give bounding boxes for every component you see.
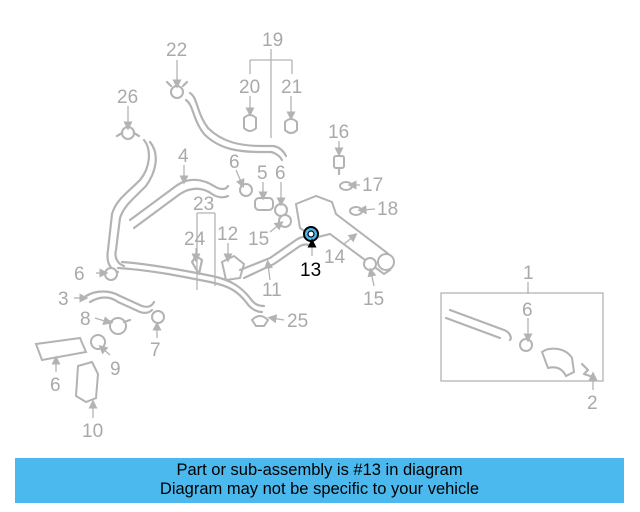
part-number-label: 10 [82,421,103,442]
tube-5-drawing [254,197,274,211]
part-number-label: 2 [587,393,598,414]
pipe-drawing [106,138,150,274]
oring-9-drawing [90,334,106,350]
part-number-label: 15 [248,229,269,250]
part-number-label-highlighted: 13 [300,260,321,281]
clamp-20-drawing [243,114,257,132]
sensor-16-drawing [333,155,345,176]
part-number-label: 23 [193,194,214,215]
info-banner: Part or sub-assembly is #13 in diagram D… [15,458,624,503]
part-number-label: 7 [150,340,161,361]
part-number-label: 9 [110,359,121,380]
part-number-label: 26 [117,87,138,108]
parts-diagram: 22 19 20 21 26 16 4 6 5 6 17 23 18 12 24… [34,30,604,442]
part-number-label: 17 [362,175,383,196]
part-number-label: 15 [363,289,384,310]
part-number-label: 14 [324,247,346,268]
part-number-label: 20 [239,77,260,98]
part-number-label: 11 [262,280,282,301]
part-number-label: 22 [166,40,187,61]
part-labels: 22 19 20 21 26 16 4 6 5 6 17 23 18 12 24… [50,30,598,442]
hose-23-drawing [116,266,264,314]
cover-10-drawing [74,360,100,404]
part-number-label: 12 [217,224,238,245]
gasket-13-drawing [303,226,319,242]
part-number-label: 18 [377,199,398,220]
part-number-label: 19 [262,30,283,51]
flange-12-drawing [220,254,246,282]
part-number-label: 8 [80,309,91,330]
part-number-label: 4 [178,146,189,167]
part-number-label: 21 [281,77,302,98]
part-number-label: 3 [58,289,69,310]
part-number-label: 16 [328,122,349,143]
banner-line-2: Diagram may not be specific to your vehi… [159,480,480,498]
washer-18-drawing [349,206,363,216]
washer-17-drawing [339,181,353,191]
part-drawings [34,80,395,404]
clamp-26-drawing [115,126,141,140]
part-number-label: 6 [74,264,85,285]
clamp-6a-drawing [239,183,253,197]
leader-lines [51,49,598,418]
hose-19-drawing [188,91,288,158]
part-number-label: 6 [229,152,240,173]
part-number-label: 5 [257,163,268,184]
banner-line-1: Part or sub-assembly is #13 in diagram [176,461,463,479]
part-number-label: 6 [522,300,533,321]
part-number-label: 24 [184,229,206,250]
clamp-25-drawing [250,315,270,327]
clamp-22-drawing [165,80,189,99]
clamp-21-drawing [284,118,298,134]
thermostat-8-drawing [104,317,132,335]
housing-7-drawing [34,336,88,362]
part-number-label: 6 [50,375,61,396]
part-number-label: 1 [523,263,534,284]
part-number-label: 6 [275,163,286,184]
part-number-label: 25 [287,311,308,332]
subassembly-1-box [440,292,604,382]
clamp-6d-drawing [151,310,165,324]
oring-15a-drawing [278,214,292,228]
oring-15b-drawing [363,257,377,271]
hose-3-drawing [84,290,156,308]
clamp-6c-drawing [104,267,118,281]
